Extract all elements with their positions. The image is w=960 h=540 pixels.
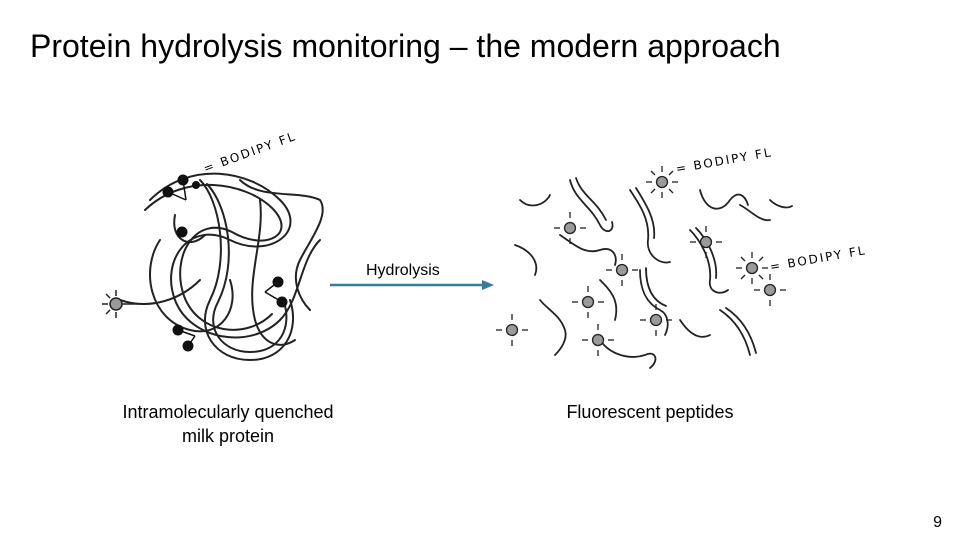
fluorophore-star	[690, 226, 722, 258]
hydrolysis-arrow	[330, 280, 494, 290]
left-caption-line-1: Intramolecularly quenched	[122, 402, 334, 422]
fluorophore-star	[640, 304, 672, 336]
quencher-dots	[162, 174, 288, 352]
fluorophore-star-left	[102, 290, 140, 318]
right-caption: Fluorescent peptides	[566, 402, 734, 422]
page-number: 9	[933, 514, 942, 531]
fluorophore-star	[582, 324, 614, 356]
fluorophore-stars-right	[496, 212, 786, 356]
legend-quencher-icon	[192, 181, 200, 189]
left-caption-line-2: milk protein	[181, 426, 275, 446]
hydrolysis-label: Hydrolysis	[366, 262, 440, 279]
left-caption: Intramolecularly quenched milk protein	[98, 400, 358, 448]
fluorophore-star	[554, 212, 586, 244]
legend-fluorophore-icon-1	[646, 166, 678, 198]
slide-title: Protein hydrolysis monitoring – the mode…	[30, 28, 781, 64]
fluorophore-star	[754, 274, 786, 306]
fluorophore-star	[496, 314, 528, 346]
fluorophore-star	[606, 254, 638, 286]
fluorophore-star	[572, 286, 604, 318]
peptide-fragments	[514, 177, 793, 369]
quenched-protein-illustration	[119, 172, 324, 362]
legend-fluorophore-icon-2	[736, 252, 768, 284]
